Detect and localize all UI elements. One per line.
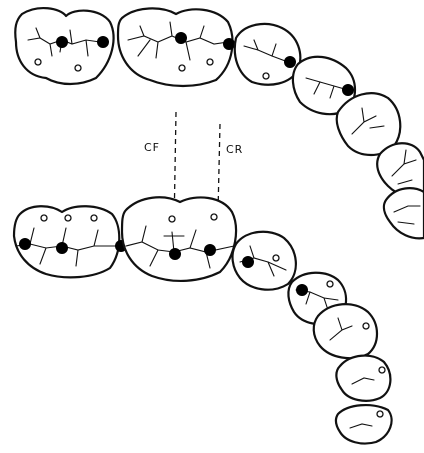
- lower-contact-point: [296, 284, 308, 296]
- lower-cusp-mark: [362, 322, 370, 330]
- upper-tooth-2: [116, 7, 234, 88]
- reference-lines: CF CR: [144, 111, 243, 229]
- lower-cusp-mark: [90, 214, 98, 222]
- upper-cusp-mark: [206, 58, 214, 66]
- lower-cusp-mark: [168, 215, 176, 223]
- upper-cusp-mark: [262, 72, 270, 80]
- cr-label: CR: [226, 143, 243, 156]
- lower-contact-point: [169, 248, 181, 260]
- lower-contact-point: [204, 244, 216, 256]
- upper-cusp-mark: [74, 64, 82, 72]
- lower-tooth-2: [120, 196, 238, 283]
- upper-contact-point: [342, 84, 354, 96]
- cf-guide-line: [173, 111, 177, 229]
- lower-tooth-1: [12, 205, 121, 279]
- upper-cusp-mark: [34, 58, 42, 66]
- cf-label: CF: [144, 141, 160, 154]
- lower-tooth-5: [312, 303, 379, 360]
- lower-cusp-mark: [326, 280, 334, 288]
- lower-contact-point: [19, 238, 31, 250]
- lower-arch: [12, 196, 393, 445]
- upper-arch: [14, 7, 424, 240]
- upper-contact-point: [97, 36, 109, 48]
- upper-contact-point: [223, 38, 235, 50]
- lower-cusp-mark: [210, 213, 218, 221]
- lower-contact-point: [56, 242, 68, 254]
- lower-cusp-mark: [40, 214, 48, 222]
- upper-contact-point: [56, 36, 68, 48]
- lower-cusp-mark: [64, 214, 72, 222]
- lower-cusp-mark: [378, 366, 386, 374]
- upper-cusp-mark: [178, 64, 186, 72]
- upper-contact-point: [284, 56, 296, 68]
- cr-guide-line: [217, 123, 221, 213]
- upper-tooth-7: [382, 187, 424, 240]
- lower-cusp-mark: [272, 254, 280, 262]
- lower-contact-point: [242, 256, 254, 268]
- upper-contact-point: [175, 32, 187, 44]
- lower-cusp-mark: [376, 410, 384, 418]
